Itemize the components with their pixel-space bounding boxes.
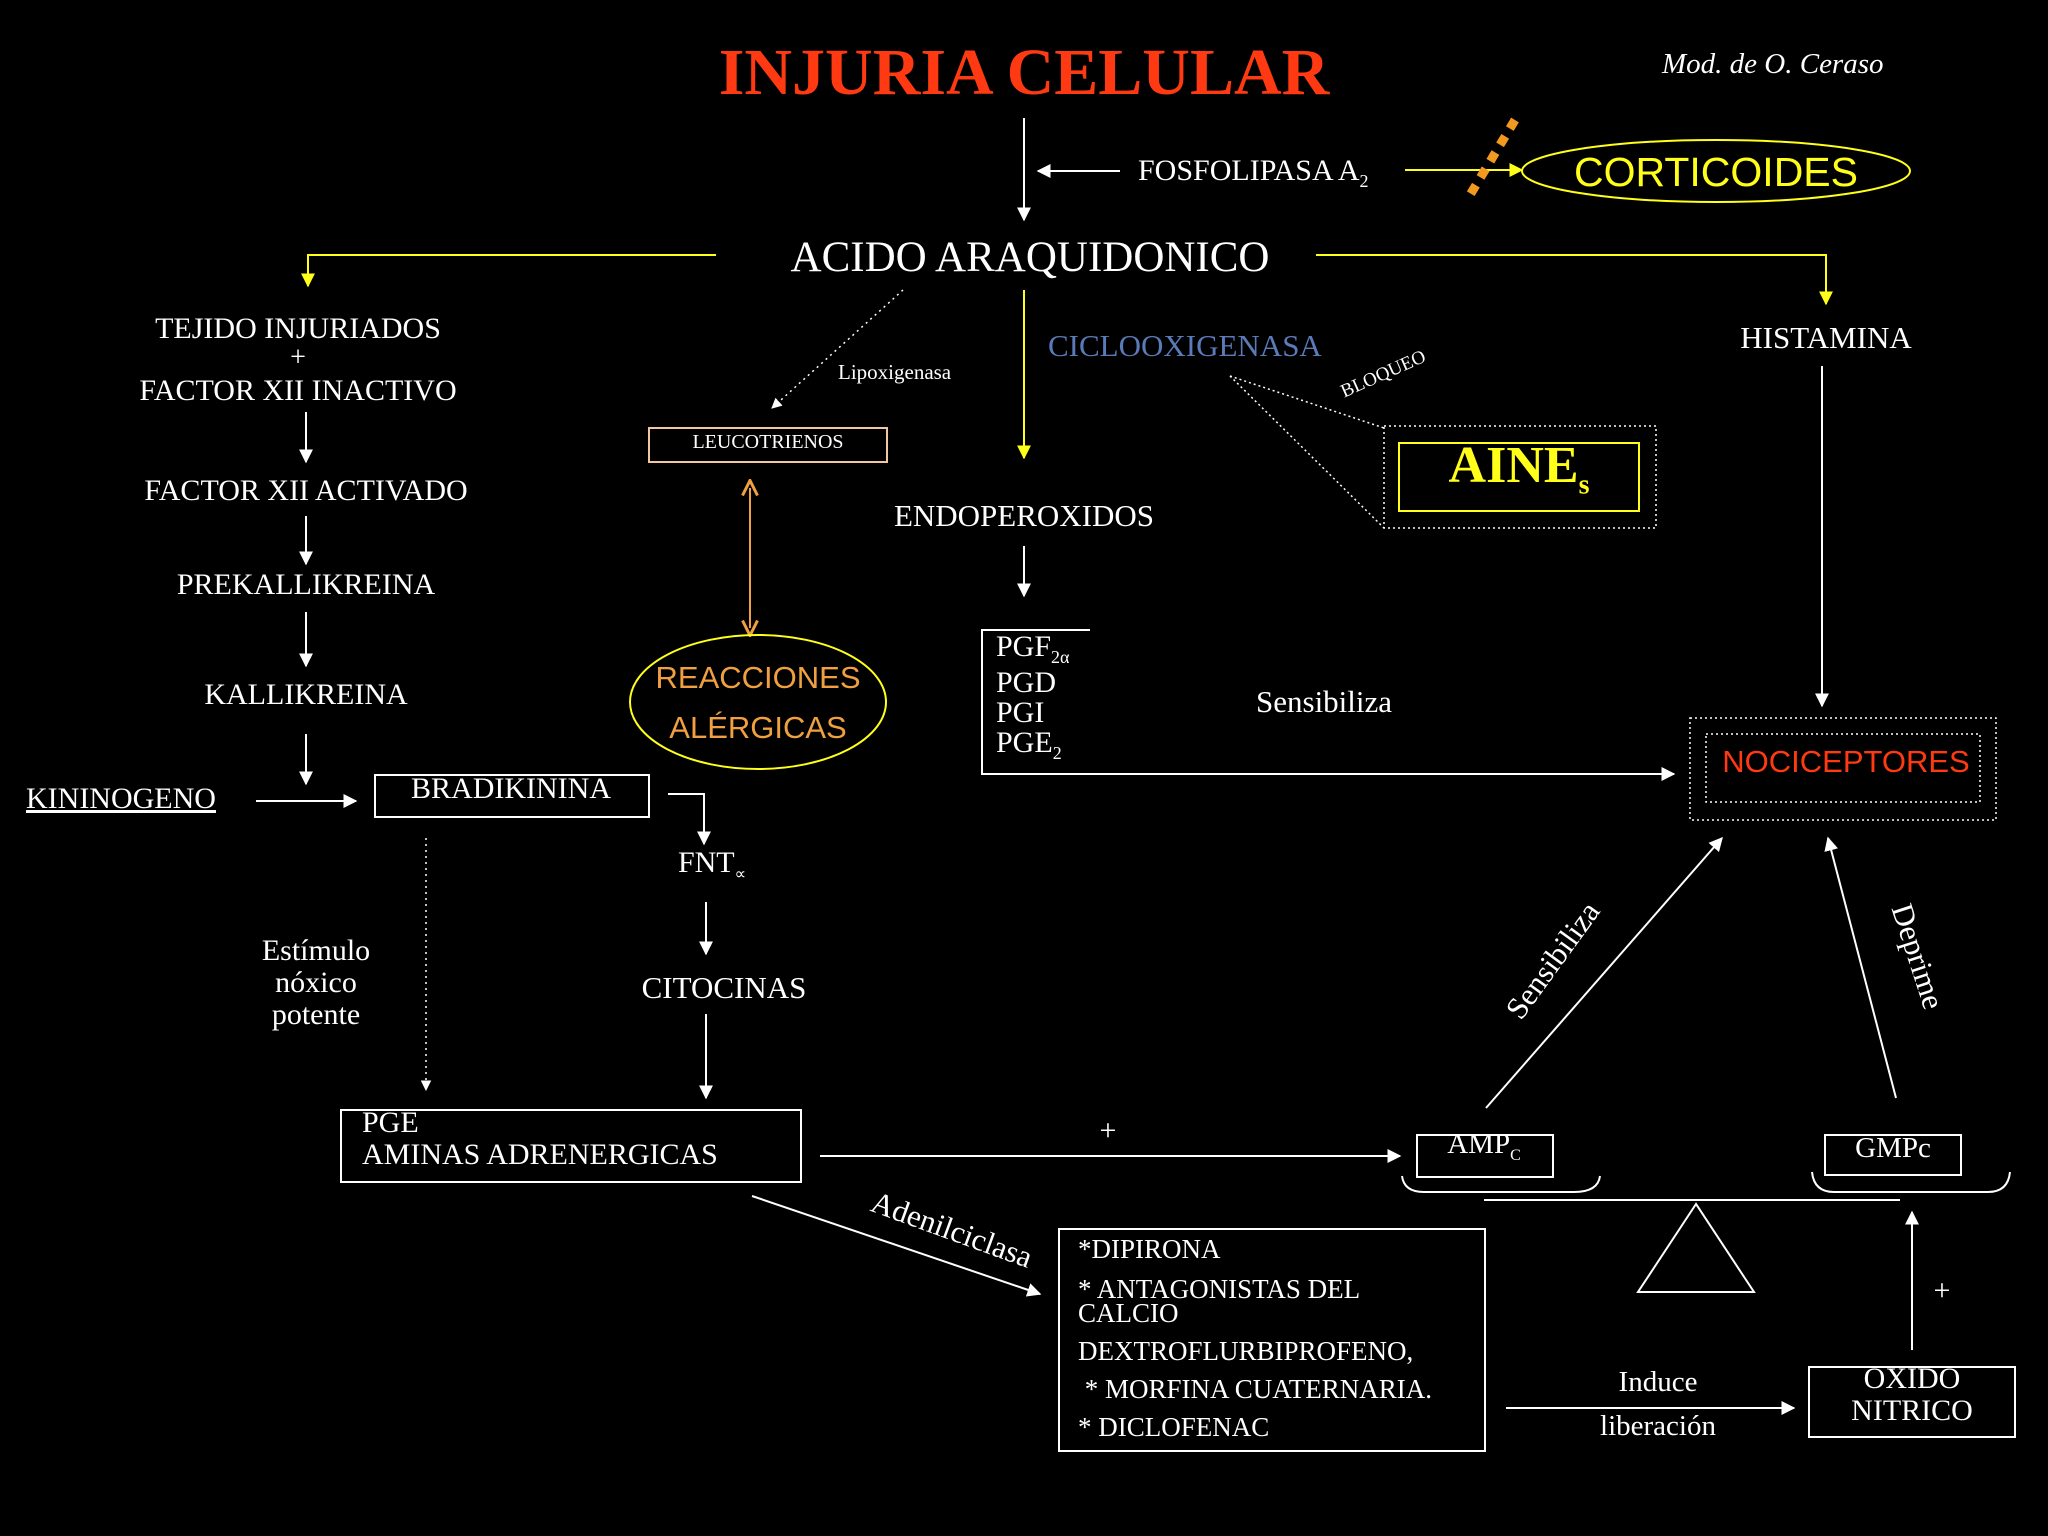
pgf-text: PGF xyxy=(996,630,1052,663)
nociceptores-outer-dotted xyxy=(1689,717,1997,821)
citocinas-label: CITOCINAS xyxy=(641,970,807,1005)
prekallikreina-label: PREKALLIKREINA xyxy=(176,568,436,601)
pgi-label: PGI xyxy=(996,696,1045,729)
reacciones-label-2: ALÉRGICAS xyxy=(669,710,847,745)
sensibiliza-mid-label: Sensibiliza xyxy=(1256,684,1393,719)
fnt-subscript: ∝ xyxy=(734,866,747,883)
drug-antagonistas-1: * ANTAGONISTAS DEL xyxy=(1078,1274,1361,1304)
pge-box-label-1: PGE xyxy=(362,1106,419,1139)
fosfolipasa-subscript: 2 xyxy=(1359,171,1369,191)
amp-subscript: C xyxy=(1510,1146,1521,1164)
aines-subscript: s xyxy=(1578,469,1590,501)
drug-morfina: * MORFINA CUATERNARIA. xyxy=(1078,1374,1433,1404)
arrow-bradikinina-to-fnt xyxy=(668,793,711,846)
aines-outer-dotted xyxy=(1383,425,1657,529)
drug-diclofenac: * DICLOFENAC xyxy=(1078,1412,1270,1442)
factor-xii-inactivo-label: FACTOR XII INACTIVO xyxy=(139,374,457,407)
bloqueo-line-bottom xyxy=(1229,375,1385,529)
leucotrienos-box xyxy=(648,427,888,463)
lipoxigenasa-label: Lipoxigenasa xyxy=(838,360,952,384)
estimulo-label-2: nóxico xyxy=(275,966,357,999)
bradikinina-label: BRADIKININA xyxy=(411,772,611,805)
pgf-label: PGF2α xyxy=(996,630,1070,667)
arrow-adenilciclasa xyxy=(751,1195,1042,1297)
amp-box xyxy=(1416,1134,1554,1178)
gmp-brace xyxy=(1811,1171,2011,1193)
plus-mid-label: + xyxy=(1099,1114,1117,1147)
drug-dextroflurbiprofeno: DEXTROFLURBIPROFENO, xyxy=(1078,1336,1414,1366)
induce-label-2: liberación xyxy=(1600,1410,1716,1442)
amp-brace xyxy=(1401,1175,1601,1193)
estimulo-label-3: potente xyxy=(271,998,361,1031)
oxido-label-2: NITRICO xyxy=(1851,1394,1973,1427)
fnt-text: FNT xyxy=(677,846,735,879)
pge-box-label-2: AMINAS ADRENERGICAS xyxy=(362,1138,718,1171)
drug-dipirona: *DIPIRONA xyxy=(1078,1234,1221,1264)
pge2-subscript: 2 xyxy=(1052,743,1062,763)
histamina-label: HISTAMINA xyxy=(1740,320,1912,355)
factor-xii-activado-label: FACTOR XII ACTIVADO xyxy=(144,474,468,507)
pge2-text: PGE xyxy=(996,726,1053,759)
induce-label-1: Induce xyxy=(1618,1366,1698,1398)
fosfolipasa-text: FOSFOLIPASA A xyxy=(1138,154,1360,187)
kallikreina-label: KALLIKREINA xyxy=(204,678,408,711)
arrow-lipoxigenasa xyxy=(771,289,904,409)
pgd-label: PGD xyxy=(996,666,1057,699)
bloqueo-line-top xyxy=(1229,375,1385,429)
gmp-box xyxy=(1824,1134,1962,1176)
amp-text: AMP xyxy=(1447,1128,1511,1160)
drugs-box xyxy=(1058,1228,1486,1452)
corticoides-ellipse xyxy=(1521,139,1911,203)
leucotrienos-label: LEUCOTRIENOS xyxy=(692,431,844,453)
reacciones-ellipse xyxy=(629,634,887,770)
reacciones-label-1: REACCIONES xyxy=(655,660,861,695)
arrow-gmp-to-nociceptores xyxy=(1824,836,1897,1099)
arrow-amp-to-nociceptores xyxy=(1485,836,1723,1109)
gmp-label: GMPc xyxy=(1855,1132,1931,1164)
aines-text: AINE xyxy=(1448,437,1579,494)
balance-fulcrum xyxy=(1636,1202,1756,1293)
fosfolipasa-label: FOSFOLIPASA A2 xyxy=(1138,154,1369,191)
tejido-injuriados-label: TEJIDO INJURIADOS xyxy=(155,312,441,345)
page-title: INJURIA CELULAR xyxy=(718,36,1330,109)
aines-label: AINEs xyxy=(1449,440,1590,499)
aines-box xyxy=(1398,442,1640,512)
pge-aminas-box xyxy=(340,1109,802,1183)
arrow-acido-to-histamina xyxy=(1316,254,1833,306)
bradikinina-box xyxy=(374,774,650,818)
pgf-subscript: 2α xyxy=(1051,647,1070,667)
arrow-acido-to-tejido xyxy=(301,254,716,288)
corticoides-label: CORTICOIDES xyxy=(1574,149,1858,195)
nociceptores-inner-dotted xyxy=(1705,733,1981,803)
oxido-label-1: OXIDO xyxy=(1863,1362,1961,1395)
pge2-label: PGE2 xyxy=(996,726,1062,763)
nociceptores-label: NOCICEPTORES xyxy=(1722,744,1970,779)
acido-araquidonico-label: ACIDO ARAQUIDONICO xyxy=(790,234,1270,281)
fnt-label: FNT∝ xyxy=(678,848,746,883)
credit-text: Mod. de O. Ceraso xyxy=(1662,48,1884,80)
endoperoxidos-label: ENDOPEROXIDOS xyxy=(893,498,1155,533)
kininogeno-label: KININOGENO xyxy=(26,782,216,815)
oxido-nitrico-box xyxy=(1808,1366,2016,1438)
ciclooxigenasa-label: CICLOOXIGENASA xyxy=(1048,328,1322,363)
drug-antagonistas-2: CALCIO xyxy=(1078,1298,1179,1328)
tejido-plus-label: + xyxy=(290,342,306,373)
pg-bracket-to-nociceptores xyxy=(981,629,1676,781)
amp-label: AMPC xyxy=(1447,1130,1521,1164)
corticoides-block-mark xyxy=(1466,117,1519,198)
estimulo-label-1: Estímulo xyxy=(261,934,371,967)
plus-right-label: + xyxy=(1933,1274,1951,1307)
